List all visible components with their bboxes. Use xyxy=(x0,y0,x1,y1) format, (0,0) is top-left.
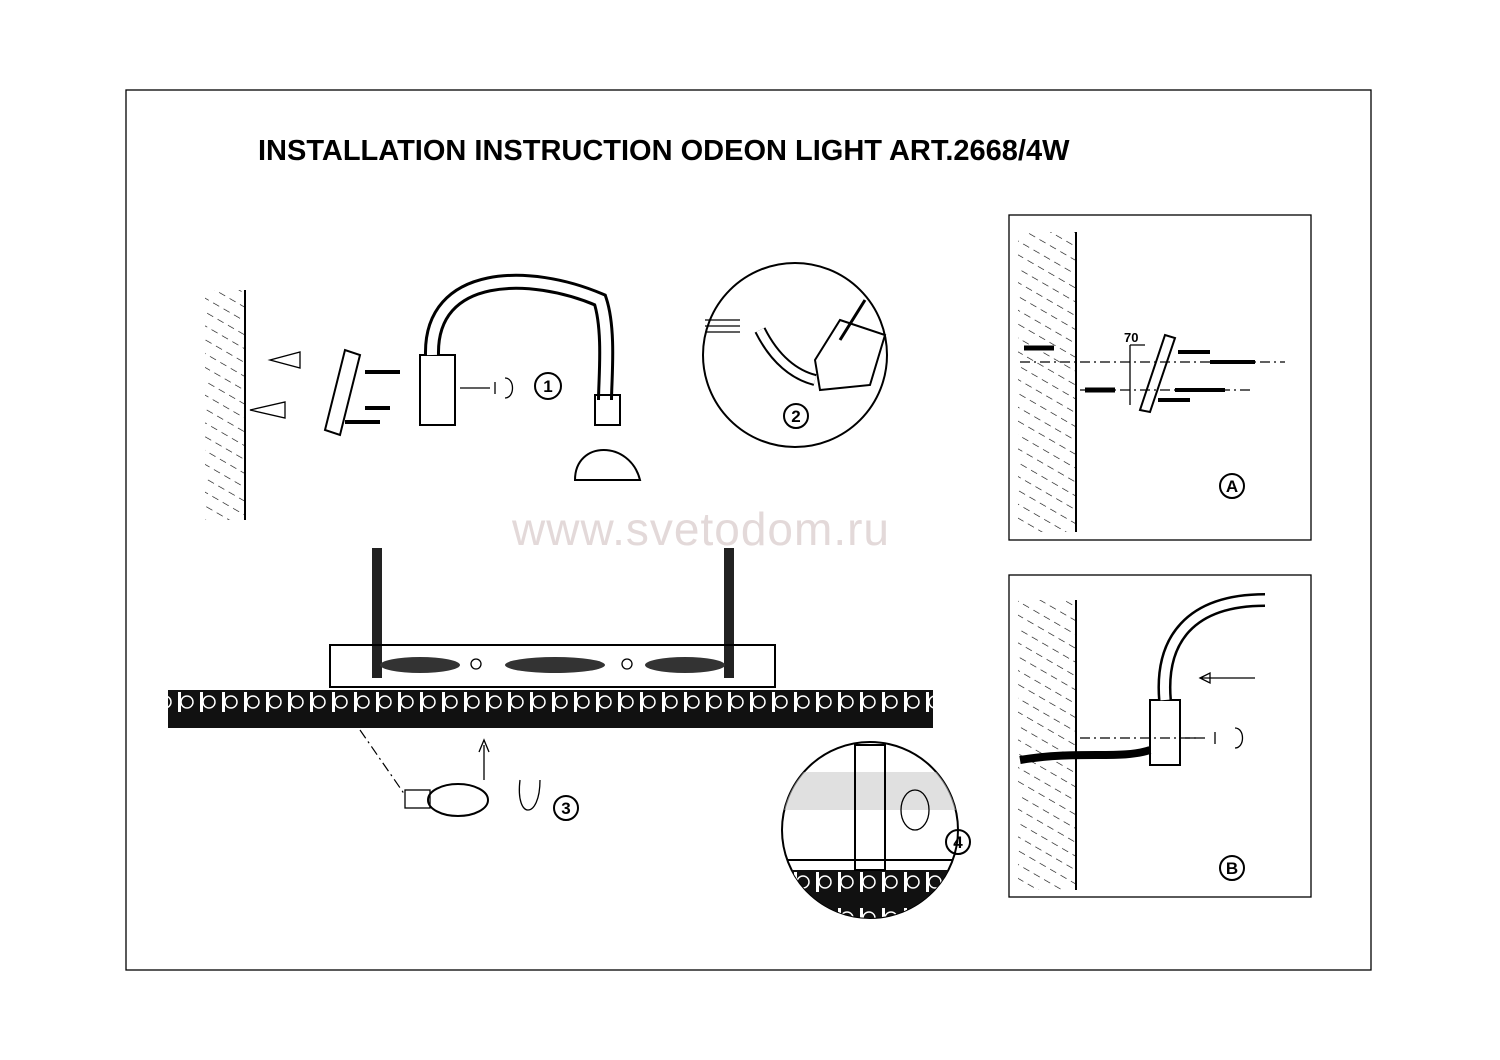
step-4-label: 4 xyxy=(953,833,963,852)
step-3-bulb-install: 3 xyxy=(168,548,933,821)
lamp-base-icon xyxy=(419,354,456,426)
dimension-70-label: 70 xyxy=(1124,330,1138,345)
mounting-rail-icon xyxy=(329,644,776,688)
detail-b-panel: B xyxy=(1008,574,1312,898)
detail-b-label: B xyxy=(1226,859,1238,878)
step-2-badge xyxy=(783,403,809,429)
step-1-badge xyxy=(534,372,562,400)
watermark: www.svetodom.ru xyxy=(511,503,890,555)
terminal-block-icon xyxy=(813,318,887,392)
bulb-icon xyxy=(427,783,489,817)
lamp-shade-icon xyxy=(573,449,642,481)
mounting-bracket-icon xyxy=(323,348,362,437)
detail-a-panel: 70 A xyxy=(1008,214,1312,541)
wall-plug-icon xyxy=(249,351,301,419)
page-title: INSTALLATION INSTRUCTION ODEON LIGHT ART… xyxy=(258,135,1070,167)
step-1-wall-mounting: 1 xyxy=(205,273,642,520)
step-2-wiring-detail: 2 xyxy=(702,262,888,448)
page-border xyxy=(125,89,1372,971)
step-1-label: 1 xyxy=(543,377,552,396)
step-2-label: 2 xyxy=(791,407,800,426)
step-4-detail: 4 xyxy=(781,741,971,919)
detail-a-label: A xyxy=(1226,477,1238,496)
decorative-frame-bar xyxy=(168,690,933,728)
screwdriver-icon xyxy=(838,299,867,341)
step-3-label: 3 xyxy=(561,799,570,818)
